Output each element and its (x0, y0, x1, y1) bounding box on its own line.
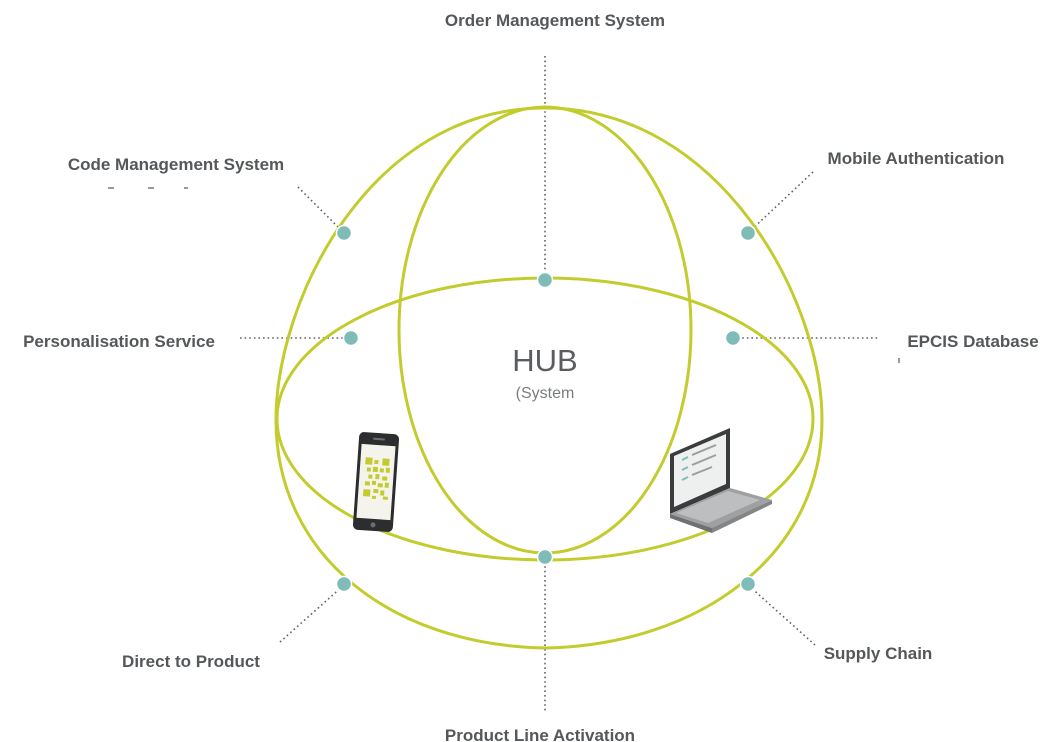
vertical-ellipse (397, 105, 693, 555)
leader-mobile-authentication (747, 171, 814, 234)
node-code-management (335, 224, 353, 242)
node-supply-chain (739, 575, 757, 593)
leader-code-management (297, 186, 345, 234)
node-personalisation-service (342, 329, 360, 347)
smartphone-qr-icon (352, 432, 400, 532)
label-personalisation-service: Personalisation Service (23, 332, 215, 351)
node-bottom-center (536, 548, 554, 566)
hub-label: HUB (System (512, 343, 577, 402)
leader-supply-chain (747, 584, 816, 646)
system-labels: Order Management System Code Management … (23, 11, 1039, 742)
leader-lines (240, 56, 878, 712)
outer-ring (274, 106, 824, 650)
nodes (335, 224, 757, 593)
node-epcis-database (724, 329, 742, 347)
label-epcis-database: EPCIS Database (907, 332, 1038, 351)
label-mobile-authentication: Mobile Authentication (828, 149, 1005, 168)
label-product-line-activation: Product Line Activation (445, 726, 635, 742)
node-direct-to-product (335, 575, 353, 593)
label-code-management: Code Management System (68, 155, 284, 174)
node-top-center (536, 271, 554, 289)
label-order-management: Order Management System (445, 11, 665, 30)
hub-subtitle: (System (516, 385, 575, 402)
label-direct-to-product: Direct to Product (122, 652, 260, 671)
leader-direct-to-product (279, 584, 345, 643)
label-supply-chain: Supply Chain (824, 644, 933, 663)
hub-title: HUB (512, 343, 577, 378)
laptop-icon (670, 428, 772, 533)
node-mobile-authentication (739, 224, 757, 242)
